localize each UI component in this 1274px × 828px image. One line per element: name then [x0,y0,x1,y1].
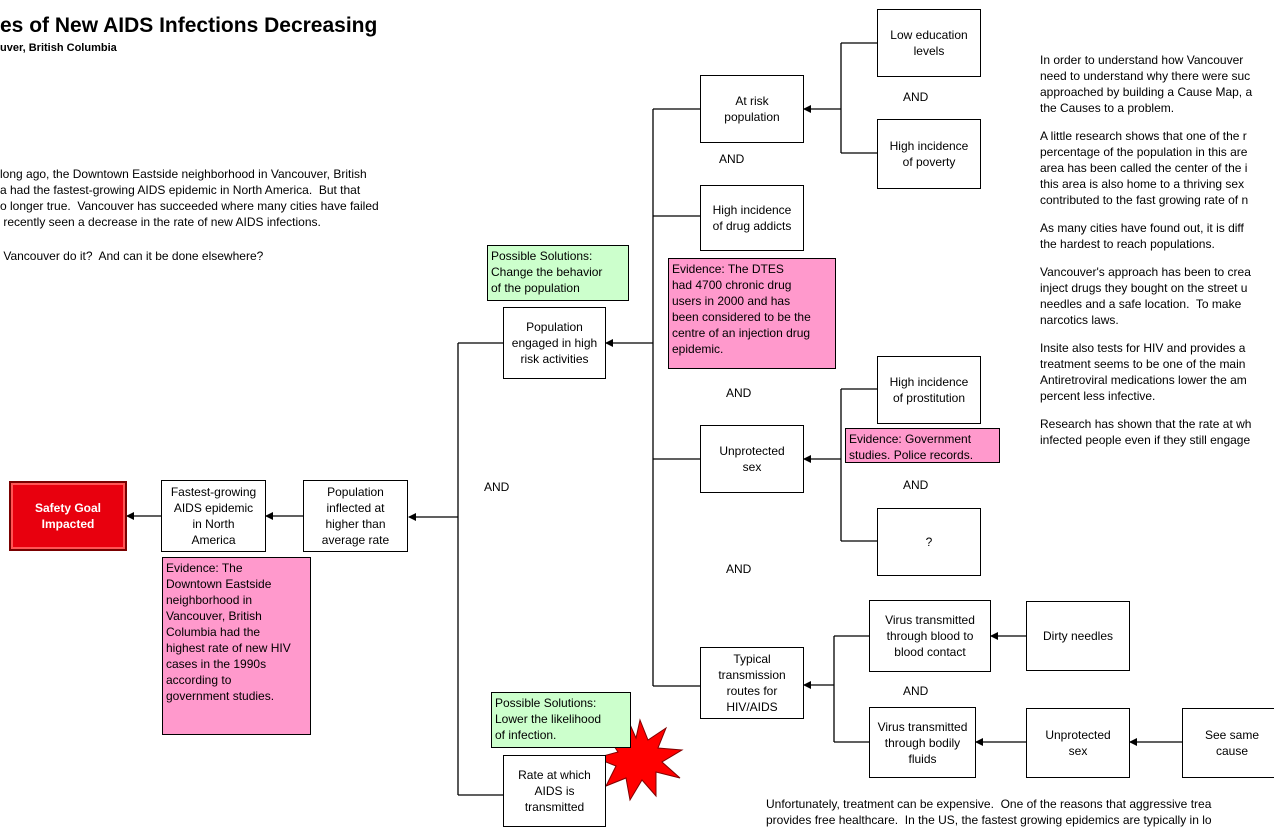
intro-line-4: recently seen a decrease in the rate of … [0,215,321,229]
unprotected-sex-box: Unprotected sex [700,425,804,493]
bodily-fluids-box: Virus transmitted through bodily fluids [869,707,976,778]
right-text-p2-l5: contributed to the fast growing rate of … [1040,193,1249,207]
right-text-p4-l3: needles and a safe location. To make [1040,297,1242,311]
right-text-p4-l1: Vancouver's approach has been to crea [1040,265,1251,279]
right-text-p5-l2: treatment seems to be one of the main [1040,357,1246,371]
intro-line-2: a had the fastest-growing AIDS epidemic … [0,183,361,197]
evidence-drug-users: Evidence: The DTES had 4700 chronic drug… [668,258,836,369]
right-text-p2-l3: area has been called the center of the i [1040,161,1248,175]
fastest-growing-epidemic-box: Fastest-growing AIDS epidemic in North A… [161,480,266,552]
intro-line-1: long ago, the Downtown Eastside neighbor… [0,167,367,181]
rate-transmitted-box: Rate at which AIDS is transmitted [503,755,606,827]
and-label-2: AND [903,90,929,104]
right-text-p1-l2: need to understand why there were suc [1040,69,1251,83]
evidence-prostitution: Evidence: Government studies. Police rec… [845,428,1000,463]
and-label-3: AND [726,386,752,400]
intro-line-3: o longer true. Vancouver has succeeded w… [0,199,379,213]
possible-solutions-behavior: Possible Solutions: Change the behavior … [487,245,629,301]
page-subtitle: uver, British Columbia [0,42,117,54]
right-text-p1-l4: the Causes to a problem. [1040,101,1175,115]
right-text-p5-l4: percent less infective. [1040,389,1156,403]
dirty-needles-box: Dirty needles [1026,601,1130,671]
and-label-main: AND [484,480,510,494]
see-same-cause-box: See same cause [1182,708,1274,778]
right-text-p1-l3: approached by building a Cause Map, a [1040,85,1253,99]
intro-question: Vancouver do it? And can it be done else… [0,249,264,263]
right-text-p6-l2: infected people even if they still engag… [1040,433,1251,447]
prostitution-box: High incidence of prostitution [877,356,981,424]
evidence-fastest-growing: Evidence: The Downtown Eastside neighbor… [162,557,311,735]
transmission-routes-box: Typical transmission routes for HIV/AIDS [700,647,804,719]
low-education-box: Low education levels [877,9,981,77]
right-text-p6-l1: Research has shown that the rate at wh [1040,417,1252,431]
drug-addicts-box: High incidence of drug addicts [700,185,804,251]
right-text-p3-l1: As many cities have found out, it is dif… [1040,221,1244,235]
blood-contact-box: Virus transmitted through blood to blood… [869,600,991,672]
at-risk-population-box: At risk population [700,75,804,143]
bottom-text-l2: provides free healthcare. In the US, the… [766,813,1212,827]
possible-solutions-infection: Possible Solutions: Lower the likelihood… [491,692,631,748]
right-text-p5-l1: Insite also tests for HIV and provides a [1040,341,1246,355]
right-text-p5-l3: Antiretroviral medications lower the am [1040,373,1247,387]
right-text-p4-l4: narcotics laws. [1040,313,1119,327]
right-text-p2-l2: percentage of the population in this are [1040,145,1248,159]
and-label-6: AND [903,684,929,698]
right-text-p2-l1: A little research shows that one of the … [1040,129,1247,143]
page-title: es of New AIDS Infections Decreasing [0,14,378,37]
unprotected-sex-2-box: Unprotected sex [1026,708,1130,778]
bottom-text-l1: Unfortunately, treatment can be expensiv… [766,797,1212,811]
right-text-p2-l4: this area is also home to a thriving sex [1040,177,1245,191]
high-risk-activities-box: Population engaged in high risk activiti… [503,307,606,379]
right-text-p3-l2: the hardest to reach populations. [1040,237,1215,251]
and-label-5: AND [726,562,752,576]
and-label-1: AND [719,152,745,166]
poverty-box: High incidence of poverty [877,119,981,189]
right-text-p1-l1: In order to understand how Vancouver [1040,53,1244,67]
population-inflected-box: Population inflected at higher than aver… [303,480,408,552]
safety-goal-impacted: Safety Goal Impacted [9,481,127,551]
right-text-p4-l2: inject drugs they bought on the street u [1040,281,1248,295]
and-label-4: AND [903,478,929,492]
unknown-cause-box: ? [877,508,981,576]
